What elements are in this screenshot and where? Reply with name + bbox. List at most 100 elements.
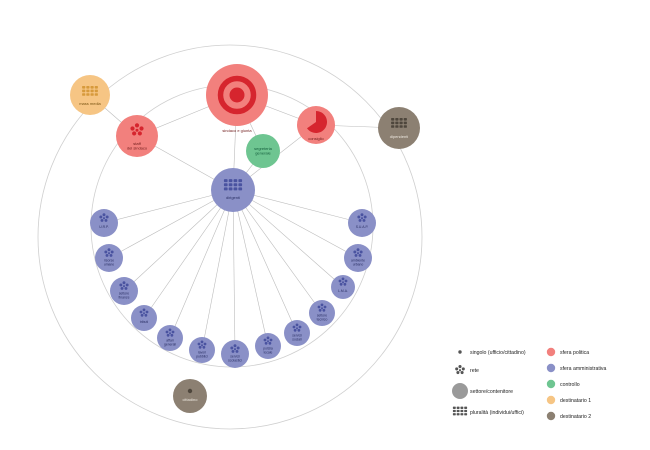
legend-row-destinatario-1: destinatario 1	[546, 395, 591, 405]
legend-label: controllo	[560, 382, 580, 388]
pie-wedge-icon	[307, 110, 328, 133]
node-circle	[331, 275, 355, 299]
node-label: S.U.A.P.	[356, 225, 369, 229]
legend-label: sfera politica	[560, 350, 589, 356]
node-circle	[344, 244, 372, 272]
color-dot-icon	[546, 379, 556, 389]
legend-row-pluralita: pluralità (individui/uffici)	[452, 406, 524, 416]
node-circle	[131, 305, 157, 331]
edge	[123, 189, 234, 292]
node-circle	[95, 244, 123, 272]
color-dot-icon	[546, 347, 556, 357]
color-dot-icon	[546, 395, 556, 405]
legend-label: rete	[470, 368, 479, 374]
container-circle-icon	[452, 383, 468, 399]
legend: singolo (ufficio/cittadino) rete settore…	[452, 347, 607, 421]
node-label: U.R.P.	[99, 225, 109, 229]
legend-row-controllo: controllo	[546, 379, 580, 389]
color-dot-icon	[546, 363, 556, 373]
legend-label: sfera amministrativa	[560, 366, 607, 372]
fan-node-tributi: tributi	[131, 305, 157, 331]
edge	[232, 189, 298, 334]
legend-row-singolo: singolo (ufficio/cittadino)	[458, 350, 526, 356]
node-circle	[189, 337, 215, 363]
node-label: consiglio	[308, 136, 324, 141]
target-center-icon	[229, 87, 245, 103]
edge	[232, 189, 323, 314]
node-circle	[221, 340, 249, 368]
node-label: dirigenti	[226, 195, 240, 200]
fan-node-suap: S.U.A.P.	[348, 209, 376, 237]
node-sindaco-e-giunta: sindaco e giunta	[206, 64, 268, 133]
node-dirigenti: dirigenti	[211, 168, 255, 212]
legend-row-destinatario-2: destinatario 2	[546, 411, 591, 421]
single-dot-icon	[458, 350, 462, 354]
edges	[89, 94, 400, 355]
edge	[143, 189, 234, 319]
node-circle	[173, 379, 207, 413]
node-consiglio: consiglio	[297, 106, 335, 144]
node-label: L.M.A.	[338, 289, 348, 293]
fan-node-urp: U.R.P.	[90, 209, 118, 237]
node-circle	[70, 75, 110, 115]
legend-row-sfera-amministrativa: sfera amministrativa	[546, 363, 607, 373]
node-circle	[90, 209, 118, 237]
edge	[103, 189, 234, 224]
node-label: cittadino	[183, 397, 199, 402]
legend-label: singolo (ufficio/cittadino)	[470, 350, 526, 356]
node-circle	[116, 115, 158, 157]
target-ring-icon	[217, 75, 257, 115]
node-dipendenti: dipendenti	[378, 107, 420, 149]
node-circle	[110, 277, 138, 305]
edge	[201, 189, 234, 351]
edge	[232, 189, 269, 347]
network-dots-icon	[455, 365, 465, 375]
node-circle	[284, 320, 310, 346]
legend-row-settore: settore/contenitore	[452, 383, 513, 399]
single-dot-icon	[187, 388, 193, 394]
node-cittadino: cittadino	[173, 379, 207, 413]
edge	[232, 189, 359, 259]
edge	[232, 189, 344, 288]
outer-boundary-circle	[37, 44, 423, 430]
legend-row-rete: rete	[455, 365, 479, 375]
node-label: mass media	[79, 101, 101, 106]
edge	[232, 189, 236, 355]
node-circle	[157, 325, 183, 351]
node-circle	[211, 168, 255, 212]
fan-node-lma: L.M.A.	[331, 275, 355, 299]
node-mass-media: mass media	[70, 75, 110, 115]
legend-label: pluralità (individui/uffici)	[470, 410, 524, 416]
node-circle	[255, 333, 281, 359]
legend-label: settore/contenitore	[470, 389, 513, 395]
legend-spheres-column: sfera politica sfera amministrativa cont…	[546, 347, 607, 421]
node-label: tributi	[140, 320, 149, 324]
legend-label: destinatario 2	[560, 414, 591, 420]
node-label: sindaco e giunta	[222, 128, 252, 133]
node-circle	[378, 107, 420, 149]
node-circle	[246, 134, 280, 168]
node-circle	[348, 209, 376, 237]
legend-row-sfera-politica: sfera politica	[546, 347, 589, 357]
edge	[108, 189, 234, 259]
node-label: dipendenti	[390, 134, 409, 139]
